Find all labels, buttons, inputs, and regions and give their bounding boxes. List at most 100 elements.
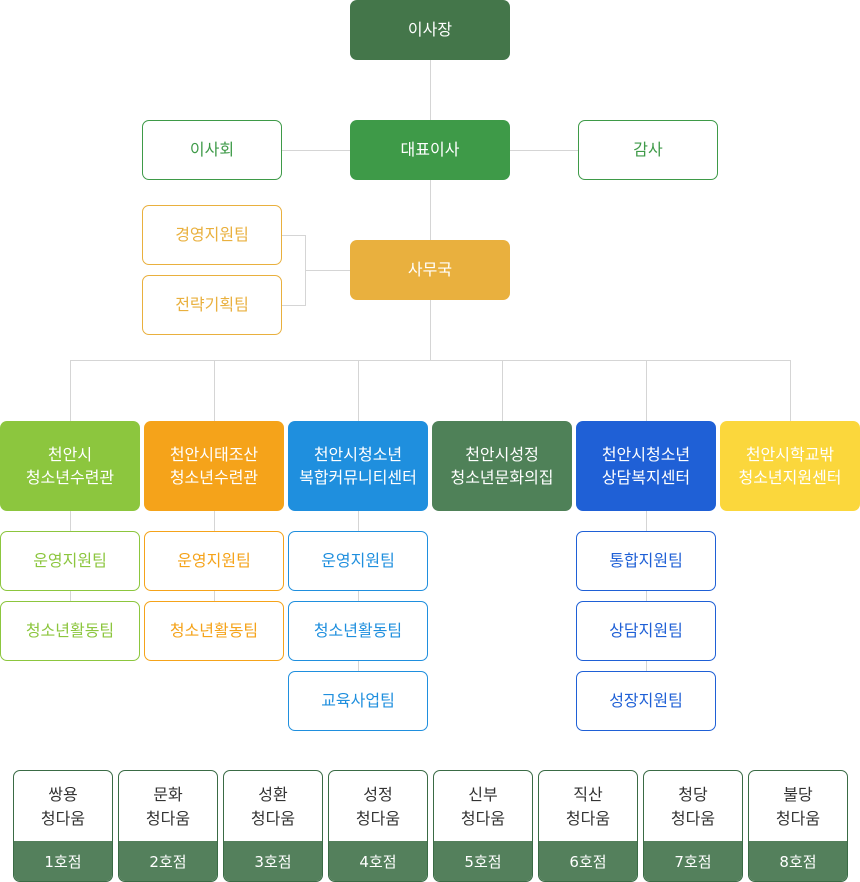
team-box[interactable]: 상담지원팀 [576,601,716,661]
branch-brand: 청다움 [355,809,401,828]
branch-number: 4호점 [329,841,427,881]
branch-number: 2호점 [119,841,217,881]
branch-card[interactable]: 청당 청다움 7호점 [643,770,743,882]
branch-number: 8호점 [749,841,847,881]
team-box[interactable]: 청소년활동팀 [0,601,140,661]
branch-area: 직산 [573,785,603,804]
team-label: 청소년활동팀 [313,621,403,641]
connector-line [214,360,215,422]
facility-box[interactable]: 천안시청소년 복합커뮤니티센터 [288,421,428,511]
branch-card[interactable]: 성환 청다움 3호점 [223,770,323,882]
ceo-box[interactable]: 대표이사 [350,120,510,180]
connector-line [646,510,647,672]
secretariat-label: 사무국 [407,260,453,280]
team-box[interactable]: 교육사업팀 [288,671,428,731]
connector-line [646,360,647,422]
connector-line [509,150,579,151]
connector-line [281,305,306,306]
team-box[interactable]: 청소년활동팀 [288,601,428,661]
branch-card[interactable]: 쌍용 청다움 1호점 [13,770,113,882]
team-label: 운영지원팀 [321,551,395,571]
connector-line [430,299,431,360]
connector-line [502,360,503,422]
branch-name: 직산 청다움 [539,771,637,843]
auditor-box[interactable]: 감사 [578,120,718,180]
branch-number: 1호점 [14,841,112,881]
team-box[interactable]: 통합지원팀 [576,531,716,591]
board-label: 이사회 [189,140,235,160]
team-box[interactable]: 청소년활동팀 [144,601,284,661]
branch-name: 신부 청다움 [434,771,532,843]
facility-label: 천안시청소년 복합커뮤니티센터 [299,444,417,487]
team-label: 성장지원팀 [609,691,683,711]
connector-line [70,360,71,422]
branch-name: 성환 청다움 [224,771,322,843]
branch-card[interactable]: 직산 청다움 6호점 [538,770,638,882]
branch-area: 신부 [468,785,498,804]
connector-line [70,360,791,361]
connector-line [358,360,359,422]
facility-label: 천안시청소년 상담복지센터 [601,444,691,487]
branch-brand: 청다움 [460,809,506,828]
ceo-label: 대표이사 [400,140,460,160]
connector-line [358,510,359,672]
branch-name: 문화 청다움 [119,771,217,843]
secretariat-team-label: 전략기획팀 [175,295,249,315]
branch-brand: 청다움 [670,809,716,828]
branch-number: 5호점 [434,841,532,881]
team-box[interactable]: 성장지원팀 [576,671,716,731]
team-label: 통합지원팀 [609,551,683,571]
chairman-box[interactable]: 이사장 [350,0,510,60]
facility-label: 천안시성정 청소년문화의집 [450,444,554,487]
branch-area: 청당 [678,785,708,804]
team-label: 운영지원팀 [177,551,251,571]
branch-area: 성정 [363,785,393,804]
branch-name: 불당 청다움 [749,771,847,843]
team-label: 상담지원팀 [609,621,683,641]
team-box[interactable]: 운영지원팀 [0,531,140,591]
branch-brand: 청다움 [250,809,296,828]
facility-label: 천안시태조산 청소년수련관 [169,444,259,487]
facility-box[interactable]: 천안시 청소년수련관 [0,421,140,511]
facility-label: 천안시 청소년수련관 [25,444,115,487]
team-label: 청소년활동팀 [25,621,115,641]
branch-area: 불당 [783,785,813,804]
auditor-label: 감사 [633,140,663,160]
branch-name: 성정 청다움 [329,771,427,843]
branch-area: 성환 [258,785,288,804]
branch-name: 쌍용 청다움 [14,771,112,843]
branch-card[interactable]: 성정 청다움 4호점 [328,770,428,882]
branch-area: 쌍용 [48,785,78,804]
branch-card[interactable]: 신부 청다움 5호점 [433,770,533,882]
branch-number: 7호점 [644,841,742,881]
connector-line [281,235,306,236]
branch-brand: 청다움 [565,809,611,828]
team-label: 청소년활동팀 [169,621,259,641]
branch-number: 6호점 [539,841,637,881]
team-box[interactable]: 운영지원팀 [288,531,428,591]
facility-label: 천안시학교밖 청소년지원센터 [738,444,842,487]
branch-number: 3호점 [224,841,322,881]
connector-line [281,150,351,151]
connector-line [305,270,351,271]
team-label: 교육사업팀 [321,691,395,711]
team-box[interactable]: 운영지원팀 [144,531,284,591]
branch-brand: 청다움 [145,809,191,828]
branch-card[interactable]: 문화 청다움 2호점 [118,770,218,882]
branch-card[interactable]: 불당 청다움 8호점 [748,770,848,882]
branch-name: 청당 청다움 [644,771,742,843]
facility-box[interactable]: 천안시성정 청소년문화의집 [432,421,572,511]
secretariat-box[interactable]: 사무국 [350,240,510,300]
secretariat-team-label: 경영지원팀 [175,225,249,245]
branch-brand: 청다움 [40,809,86,828]
team-label: 운영지원팀 [33,551,107,571]
facility-box[interactable]: 천안시태조산 청소년수련관 [144,421,284,511]
facility-box[interactable]: 천안시청소년 상담복지센터 [576,421,716,511]
branch-brand: 청다움 [775,809,821,828]
board-box[interactable]: 이사회 [142,120,282,180]
branch-area: 문화 [153,785,183,804]
secretariat-team-box[interactable]: 경영지원팀 [142,205,282,265]
facility-box[interactable]: 천안시학교밖 청소년지원센터 [720,421,860,511]
secretariat-team-box[interactable]: 전략기획팀 [142,275,282,335]
connector-line [790,360,791,422]
